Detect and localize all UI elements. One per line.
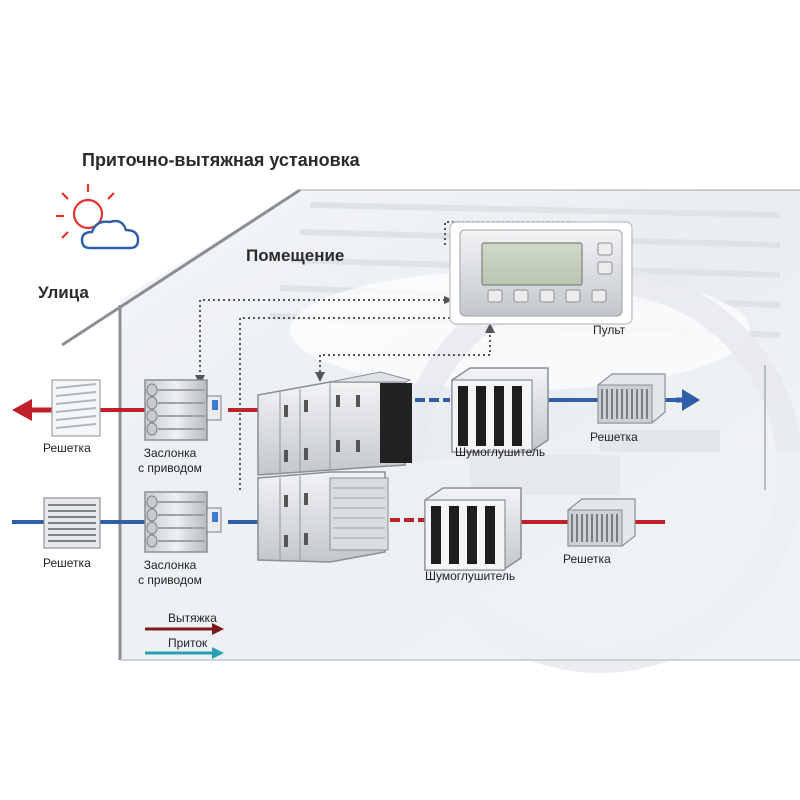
legend-supply-arrow <box>145 647 224 659</box>
damper-bottom-label-line2: с приводом <box>138 573 202 587</box>
remote-button[interactable] <box>597 261 613 275</box>
room-grille-top <box>597 373 666 424</box>
remote-button[interactable] <box>513 289 529 303</box>
remote-display <box>481 242 583 286</box>
sun-cloud-icon <box>56 184 140 250</box>
supply-into-room-arrow <box>676 389 700 411</box>
room-grille-bottom-label: Решетка <box>563 552 611 566</box>
diagram-title: Приточно-вытяжная установка <box>82 150 360 170</box>
zone-outside-label: Улица <box>38 283 89 302</box>
exhaust-duct-line <box>100 398 678 412</box>
damper-bottom-label-line1: Заслонка <box>143 558 197 572</box>
outside-grille-bottom <box>43 497 101 549</box>
remote-button[interactable] <box>539 289 555 303</box>
damper-top-label: Заслонка с приводом <box>130 446 210 476</box>
remote-button[interactable] <box>487 289 503 303</box>
unit-outlet-top <box>380 383 412 463</box>
legend-exhaust-arrow <box>145 623 224 635</box>
damper-bottom <box>144 491 222 553</box>
house-outline <box>61 188 800 661</box>
outside-grille-bottom-label: Решетка <box>43 556 91 570</box>
wire-arrow-remote <box>444 296 454 304</box>
room-grille-bottom <box>567 498 636 547</box>
damper-bottom-label: Заслонка с приводом <box>130 558 210 588</box>
legend-exhaust-label: Вытяжка <box>168 611 217 625</box>
silencer-top-label: Шумоглушитель <box>455 445 546 459</box>
outside-grille-top <box>51 379 101 437</box>
wire-arrow-up <box>485 323 495 333</box>
silencer-top <box>451 367 549 453</box>
outside-grille-top-label: Решетка <box>43 441 91 455</box>
remote-button[interactable] <box>591 289 607 303</box>
silencer-bottom-label: Шумоглушитель <box>425 569 516 583</box>
room-grille-top-label: Решетка <box>590 430 638 444</box>
exhaust-out-arrow <box>12 399 55 421</box>
remote-button[interactable] <box>597 242 613 256</box>
air-handling-unit <box>257 371 412 563</box>
damper-top-label-line1: Заслонка <box>143 446 197 460</box>
remote-button[interactable] <box>565 289 581 303</box>
silencer-bottom <box>424 487 522 571</box>
damper-top <box>144 379 222 441</box>
remote-control-panel[interactable] <box>449 221 633 325</box>
legend-supply-label: Приток <box>168 636 208 650</box>
wire-arrow-unit <box>315 372 325 382</box>
damper-top-label-line2: с приводом <box>138 461 202 475</box>
remote-label: Пульт <box>593 323 626 337</box>
zone-room-label: Помещение <box>246 246 345 265</box>
